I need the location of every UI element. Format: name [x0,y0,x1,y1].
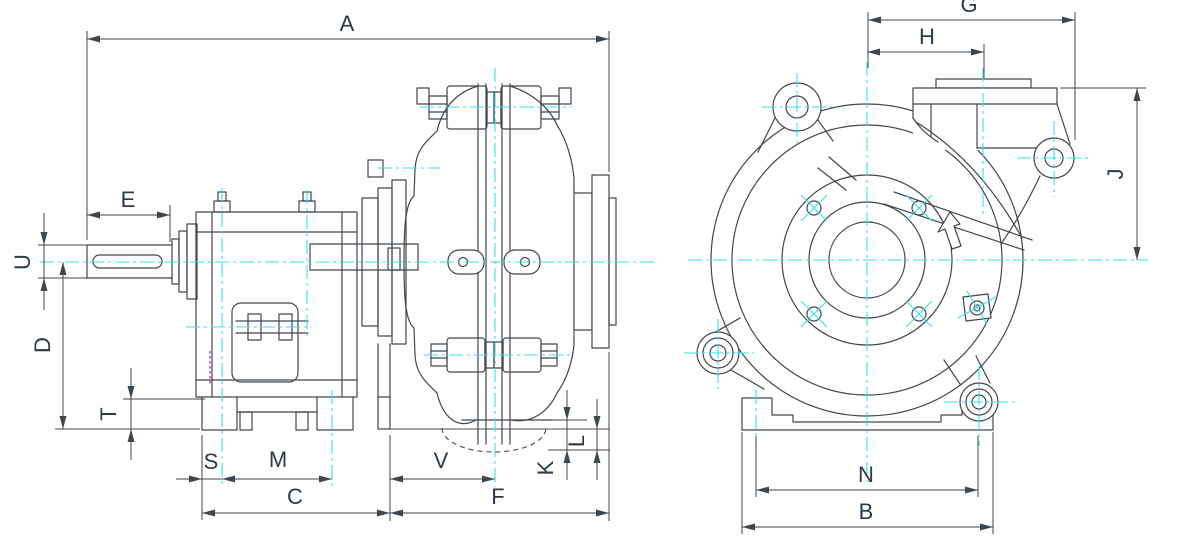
side-view [40,68,658,487]
dim-label-L: L [564,435,589,447]
dim-label-D: D [30,337,55,353]
dimension-A: A [86,11,610,240]
dimension-M: M [222,447,332,483]
impeller-adjustment-clamp [231,302,309,383]
hidden-suction-outline [441,427,547,453]
discharge-flange [912,78,1075,179]
bearing-frame [195,191,358,431]
dim-label-U: U [10,254,35,270]
dimension-E: E [87,187,171,242]
dimension-B: B [741,432,994,534]
dim-label-T: T [96,407,121,420]
dimension-U: U [10,213,90,310]
dim-label-F: F [491,484,504,509]
dim-label-N: N [858,462,874,487]
dim-label-G: G [960,0,977,17]
centerlines-side [40,68,658,487]
dim-label-K: K [533,460,558,475]
dimension-C: C [202,435,391,521]
dimension-K: K [533,390,588,480]
dim-label-V: V [434,448,449,473]
dimension-L: L [564,399,610,480]
dim-label-C: C [287,484,303,509]
dimension-V: V [390,448,495,483]
dimension-H: H [867,24,985,78]
dim-label-E: E [121,187,136,212]
dimension-T: T [96,368,205,460]
volute-casing-side [390,83,609,453]
dim-label-B: B [859,499,874,524]
rotation-direction-arrow-icon [937,211,962,250]
dimension-F: F [390,352,610,521]
centerlines-front [684,62,1148,482]
dimension-J: J [1060,87,1146,260]
dimension-G: G [867,0,1076,140]
dimension-N: N [755,436,979,497]
stuffing-box-adapter [361,159,407,430]
front-view [684,62,1148,482]
pump-base [741,397,994,431]
dimension-D: D [30,262,200,430]
dim-label-J: J [1103,169,1128,180]
dimensions: A E U D T S MC V F K L G H J NB [10,0,1146,534]
dim-label-H: H [919,24,935,49]
dim-label-M: M [269,447,287,472]
dim-label-S: S [204,449,219,474]
volute-ribs [817,121,1041,251]
bearing-cartridge-arm [309,243,419,271]
dimension-S: S [176,435,222,520]
dim-label-A: A [340,11,355,36]
